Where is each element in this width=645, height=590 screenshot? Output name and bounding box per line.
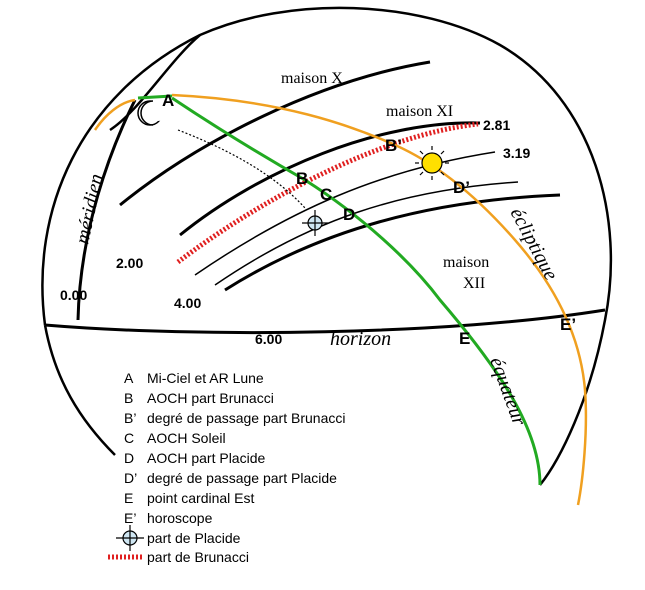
point-d: D (343, 205, 355, 224)
arc-319 (194, 151, 496, 276)
legend-text: horoscope (147, 510, 213, 526)
arc-400 (214, 181, 519, 286)
label-ecliptique: écliptique (506, 204, 563, 284)
sun-icon (415, 146, 449, 180)
point-c: C (320, 185, 332, 204)
legend-key: D (124, 450, 134, 466)
point-b: B (296, 169, 308, 188)
point-ep: E’ (560, 315, 576, 334)
legend-key: A (124, 370, 134, 386)
legend-text: Mi-Ciel et AR Lune (147, 370, 264, 386)
sphere-outline (41, 6, 613, 486)
number-200: 2.00 (116, 255, 143, 271)
label-maison-xii-2: XII (463, 275, 485, 292)
horizon-line (44, 308, 606, 335)
label-equateur: équateur (485, 354, 530, 429)
house-xii-arc (224, 193, 561, 292)
legend-key: B’ (124, 410, 136, 426)
legend: A Mi-Ciel et AR Lune B AOCH part Brunacc… (108, 370, 345, 565)
legend-text: point cardinal Est (147, 490, 255, 506)
label-maison-x: maison X (281, 70, 343, 87)
equator-line-main (171, 96, 542, 486)
point-e: E (459, 329, 470, 348)
label-meridien: méridien (71, 172, 107, 246)
legend-text: part de Brunacci (147, 549, 249, 565)
legend-key: B (124, 390, 133, 406)
legend-placide-icon (116, 525, 144, 551)
ecliptic-line (171, 93, 588, 506)
placide-part-icon (302, 210, 328, 236)
number-319: 3.19 (503, 145, 530, 161)
label-maison-xi: maison XI (386, 103, 453, 120)
number-400: 4.00 (174, 295, 201, 311)
number-600: 6.00 (255, 331, 282, 347)
legend-key: D’ (124, 470, 137, 486)
label-horizon: horizon (330, 328, 391, 350)
equator-line (137, 94, 173, 100)
number-000: 0.00 (60, 287, 87, 303)
legend-text: AOCH Soleil (147, 430, 226, 446)
house-x-arc (119, 60, 431, 207)
legend-key: E’ (124, 510, 136, 526)
point-dp: D’ (453, 178, 470, 197)
legend-text: part de Placide (147, 530, 241, 546)
legend-key: C (124, 430, 134, 446)
legend-text: degré de passage part Brunacci (147, 410, 345, 426)
legend-key: E (124, 490, 133, 506)
point-bp: B’ (385, 136, 402, 155)
legend-text: AOCH part Placide (147, 450, 265, 466)
legend-text: degré de passage part Placide (147, 470, 337, 486)
meridian-line-upper (76, 99, 137, 321)
point-a: A (162, 91, 174, 110)
legend-text: AOCH part Brunacci (147, 390, 274, 406)
meridian-segment-orange (93, 98, 136, 131)
moon-icon (137, 99, 169, 126)
sphere-outline-lower (43, 324, 116, 456)
brunacci-part-arc (176, 121, 479, 264)
number-281: 2.81 (483, 117, 510, 133)
house-xi-arc (179, 121, 481, 237)
house-x-line (109, 34, 201, 132)
label-maison-xii-1: maison (443, 254, 489, 271)
